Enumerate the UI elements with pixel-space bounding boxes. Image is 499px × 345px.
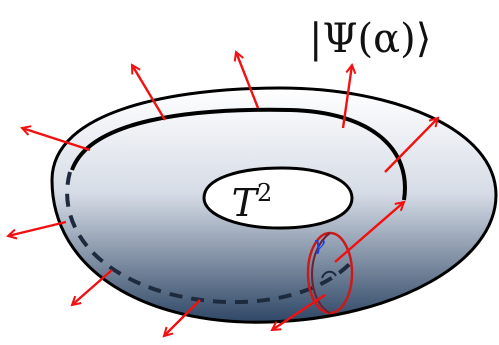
normal-arrow	[384, 118, 438, 173]
state-label: |Ψ(α)⟩	[309, 16, 431, 62]
normal-arrow	[132, 65, 167, 121]
torus-surface	[50, 86, 498, 324]
loop-orientation-mark	[321, 270, 337, 279]
loop-gamma-back	[311, 232, 331, 314]
normal-arrow	[164, 299, 201, 336]
surface-label: T2	[232, 179, 273, 225]
normal-arrow	[236, 52, 260, 109]
hidden-edge	[65, 171, 357, 305]
normal-arrow	[341, 65, 352, 129]
normal-arrows	[8, 52, 438, 336]
torus-ridge	[70, 107, 407, 201]
loop-label: γ	[313, 231, 325, 255]
normal-arrow	[334, 202, 404, 263]
normal-arrow	[22, 128, 91, 152]
normal-arrow	[72, 269, 113, 305]
normal-arrow	[272, 293, 326, 330]
normal-arrow	[8, 220, 67, 236]
